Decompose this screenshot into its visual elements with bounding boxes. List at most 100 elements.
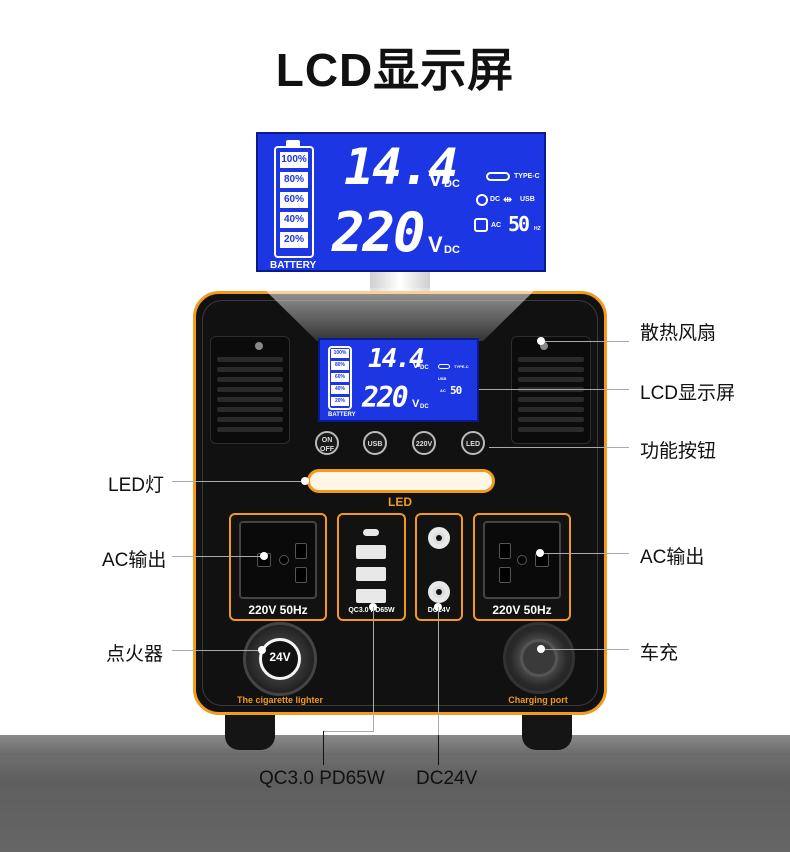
battery-level-80: 80% <box>280 172 308 188</box>
dc-voltage-sub: DC <box>444 178 460 190</box>
callout-dot-ac-right <box>536 549 544 557</box>
usb-port-panel: QC3.0 PD65W <box>337 513 406 621</box>
dc-port-panel: DC24V <box>415 513 463 621</box>
type-c-port[interactable] <box>363 529 379 536</box>
fan-screw <box>255 342 263 350</box>
ac-power-icon <box>474 218 488 232</box>
charging-port-label: Charging port <box>508 695 568 705</box>
device-foot-left <box>225 710 275 750</box>
battery-level-icon-small <box>328 346 352 410</box>
dc-voltage-readout: 14.4 <box>344 138 458 196</box>
callout-line-car-charge <box>541 649 629 650</box>
battery-level-40: 40% <box>280 212 308 228</box>
callout-line-qc-v1 <box>373 607 374 732</box>
cigarette-lighter-voltage: 24V <box>269 650 291 664</box>
ac-voltage-sub-small: DC <box>420 404 429 410</box>
dc-voltage-sub-small: DC <box>420 365 429 371</box>
ac-voltage-readout-small: 220 <box>362 381 409 414</box>
cooling-fan-left <box>210 336 290 444</box>
function-button-bar: ON OFF USB 220V LED <box>313 431 489 461</box>
callout-ac-left: AC输出 <box>102 550 167 571</box>
battery-level-80-small: 80% <box>331 361 349 370</box>
callout-line-qc-h <box>323 731 374 732</box>
ac-label: AC <box>491 222 502 229</box>
table-edge <box>0 735 790 755</box>
callout-line-led <box>172 481 305 482</box>
cooling-fan-right <box>511 336 591 444</box>
dc-port-2[interactable] <box>428 581 450 603</box>
dc-voltage-unit: V <box>428 166 443 191</box>
callout-dot-fan <box>537 337 545 345</box>
fan-screw <box>540 342 548 350</box>
callout-cig: 点火器 <box>106 644 164 665</box>
usb-output-button[interactable]: USB <box>363 431 387 455</box>
ac-label-small: AC <box>440 388 446 393</box>
callout-line-fan <box>541 341 629 342</box>
callout-fan: 散热风扇 <box>640 323 717 344</box>
ac-voltage-unit-small: V <box>412 398 420 410</box>
callout-line-dc-v1 <box>438 607 439 735</box>
ac-left-rating: 220V 50Hz <box>248 603 308 617</box>
ac-220v-button[interactable]: 220V <box>412 431 436 455</box>
cigarette-lighter-inner <box>259 638 301 680</box>
callout-line-buttons <box>489 447 629 448</box>
dc-label: DC <box>490 196 501 203</box>
type-c-label-small: TYPE-C <box>454 364 469 369</box>
frequency-readout: 50 <box>508 212 530 236</box>
frequency-readout-small: 50 <box>450 384 462 397</box>
battery-label-small: BATTERY <box>328 412 356 418</box>
callout-qc: QC3.0 PD65W <box>259 768 385 789</box>
led-light-bar <box>307 469 495 493</box>
callout-led: LED灯 <box>108 475 164 496</box>
battery-level-60-small: 60% <box>331 373 349 382</box>
usb-label-small: USB <box>438 376 447 381</box>
usb-port-1[interactable] <box>356 545 386 559</box>
callout-line-dc-v2 <box>438 735 439 765</box>
ac-voltage-sub: DC <box>444 244 460 256</box>
frequency-unit: HZ <box>534 226 541 232</box>
page-title: LCD显示屏 <box>275 44 515 96</box>
ac-voltage-unit: V <box>428 232 443 257</box>
ac-socket-left[interactable] <box>239 521 317 599</box>
led-light-button[interactable]: LED <box>461 431 485 455</box>
power-on-off-button[interactable]: ON OFF <box>315 431 339 455</box>
callout-lcd: LCD显示屏 <box>640 383 736 404</box>
usb-port-2[interactable] <box>356 567 386 581</box>
callout-line-qc-v2 <box>323 731 324 765</box>
dc-port-icon <box>476 194 488 206</box>
type-c-label: TYPE-C <box>514 173 540 180</box>
battery-level-100-small: 100% <box>331 349 349 358</box>
callout-dot-ac-left <box>260 552 268 560</box>
battery-label: BATTERY <box>270 260 317 271</box>
type-c-icon-small <box>438 364 450 369</box>
ac-voltage-readout: 220 <box>332 201 426 264</box>
led-label: LED <box>388 495 412 509</box>
usb-label: USB <box>520 196 535 203</box>
battery-level-100: 100% <box>280 152 308 168</box>
dc-voltage-readout-small: 14.4 <box>368 344 425 374</box>
callout-dot-cig <box>258 646 266 654</box>
device-foot-right <box>522 710 572 750</box>
callout-car-charge: 车充 <box>640 643 679 664</box>
callout-dot-car-charge <box>537 645 545 653</box>
battery-level-20-small: 20% <box>331 397 349 406</box>
ac-outlet-panel-left: 220V 50Hz <box>229 513 327 621</box>
callout-dc: DC24V <box>416 768 478 789</box>
callout-dot-led <box>301 477 309 485</box>
battery-level-icon <box>274 146 314 258</box>
callout-line-ac-right <box>540 553 629 554</box>
type-c-icon <box>486 172 510 181</box>
dc-port-1[interactable] <box>428 527 450 549</box>
callout-ac-right: AC输出 <box>640 547 705 568</box>
lcd-display-zoomed: 100% 80% 60% 40% 20% BATTERY 14.4 V DC 2… <box>256 132 546 272</box>
usb-icon: ⇹ <box>503 194 513 206</box>
callout-buttons: 功能按钮 <box>640 441 717 462</box>
battery-level-20: 20% <box>280 232 308 248</box>
cigarette-lighter-label: The cigarette lighter <box>236 695 324 705</box>
callout-line-cig <box>172 650 262 651</box>
battery-level-60: 60% <box>280 192 308 208</box>
ac-outlet-panel-right: 220V 50Hz <box>473 513 571 621</box>
usb-port-3[interactable] <box>356 589 386 603</box>
ac-socket-right[interactable] <box>483 521 561 599</box>
lcd-display: 100% 80% 60% 40% 20% BATTERY 14.4 V DC 2… <box>318 338 479 422</box>
